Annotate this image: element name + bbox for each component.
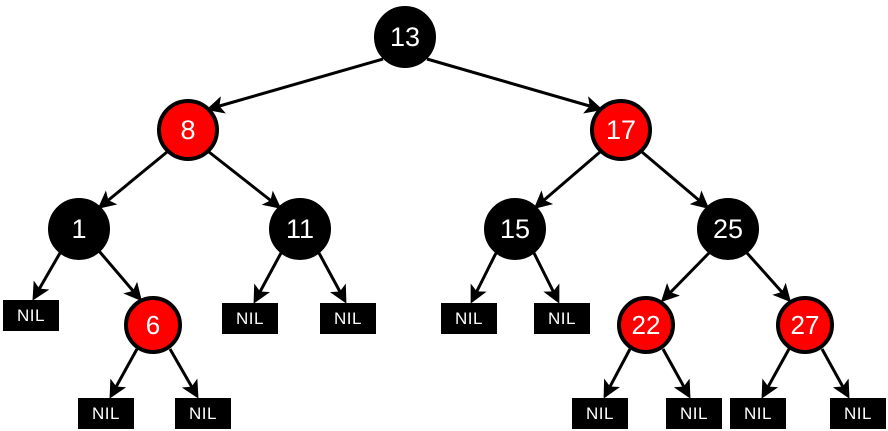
tree-edge-n25-to-n27 [745,252,791,303]
tree-edge-n11-to-nil3 [317,252,347,304]
tree-nil-leaf[interactable]: NIL [320,303,376,334]
tree-nil-leaf[interactable]: NIL [830,398,886,429]
tree-node-27[interactable]: 27 [776,296,834,354]
tree-node-label: 11 [285,213,315,244]
tree-nil-label: NIL [680,403,708,423]
tree-edge-n13-to-n8 [206,57,384,114]
tree-node-label: 22 [631,310,661,340]
tree-node-8[interactable]: 8 [157,99,219,161]
tree-node-label: 1 [71,213,87,244]
tree-nil-leaf[interactable]: NIL [441,303,497,334]
tree-edge-n22-to-nil8 [603,348,632,399]
tree-nil-leaf[interactable]: NIL [175,398,231,429]
tree-edge-n1-to-nil1 [32,252,62,301]
tree-nil-label: NIL [189,403,217,423]
tree-node-15[interactable]: 15 [484,198,546,260]
tree-nil-leaf[interactable]: NIL [666,398,722,429]
tree-node-11[interactable]: 11 [269,198,331,260]
tree-node-label: 8 [180,114,196,145]
tree-node-label: 25 [712,213,744,244]
tree-edge-n1-to-n6 [97,250,142,302]
tree-node-25[interactable]: 25 [697,198,759,260]
tree-edge-n15-to-nil4 [470,252,498,304]
tree-edges [32,57,850,399]
tree-node-17[interactable]: 17 [590,99,652,161]
tree-edge-n8-to-n11 [208,150,282,209]
tree-edge-n8-to-n1 [97,150,168,209]
tree-nil-label: NIL [455,308,483,328]
tree-nil-label: NIL [17,305,45,325]
tree-nil-leaf[interactable]: NIL [572,398,628,429]
tree-node-label: 27 [790,310,820,340]
tree-edge-n6-to-nil6 [109,348,139,399]
tree-nil-leaf[interactable]: NIL [534,303,590,334]
tree-nil-leaf[interactable]: NIL [222,303,278,334]
tree-edge-n27-to-nil10 [761,348,791,399]
tree-nil-label: NIL [236,308,264,328]
tree-nil-label: NIL [586,403,614,423]
tree-edge-n17-to-n15 [533,150,601,209]
tree-node-label: 15 [499,213,531,244]
tree-edge-n11-to-nil2 [253,252,283,304]
tree-node-label: 13 [389,21,421,52]
tree-nil-leaf[interactable]: NIL [730,398,786,429]
tree-edge-n27-to-nil11 [820,348,850,399]
tree-edge-n6-to-nil7 [168,348,199,399]
tree-edge-n15-to-nil5 [532,252,560,304]
tree-node-22[interactable]: 22 [617,296,675,354]
tree-node-label: 17 [605,114,637,145]
tree-nil-label: NIL [548,308,576,328]
tree-edge-n17-to-n25 [641,150,710,209]
tree-node-6[interactable]: 6 [124,296,182,354]
tree-node-1[interactable]: 1 [48,198,110,260]
tree-edge-n25-to-n22 [660,251,711,303]
tree-nil-label: NIL [844,403,872,423]
tree-nil-label: NIL [744,403,772,423]
tree-nil-label: NIL [334,308,362,328]
tree-edge-n13-to-n17 [426,57,603,114]
tree-nil-label: NIL [92,403,120,423]
tree-node-label: 6 [145,310,161,340]
tree-edge-n22-to-nil9 [661,348,691,399]
tree-nil-leaf[interactable]: NIL [3,300,59,331]
tree-nil-leaf[interactable]: NIL [78,398,134,429]
tree-node-13[interactable]: 13 [374,6,436,68]
